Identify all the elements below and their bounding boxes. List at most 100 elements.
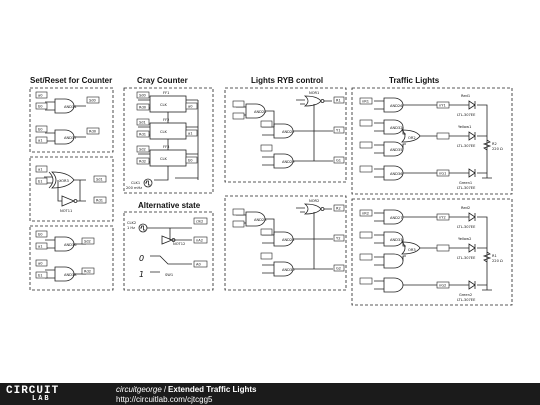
pin-sr-in-a2: b0 [38,128,43,132]
gate-or3 [401,241,421,255]
label-ff2: FF2 [163,118,169,122]
label-and27: AND27 [390,216,403,220]
label-clk2-freq: 1 Hz [127,226,135,230]
schematic-drawing: AND14 AND17 XOR3 NOT11 AND16 AND18 a0 b0… [29,87,513,306]
gate-and23 [245,211,266,227]
pin-cray-q2: b0 [188,159,193,163]
gate-and22 [273,123,294,139]
author-link[interactable]: circuitgeorge [116,385,162,394]
gate-not11 [61,195,76,207]
pin-sr-x-in2: b1 [38,180,43,184]
label-ltl-4: LTL-307EE [457,225,476,229]
gate-and36 [383,165,404,181]
pin-sr-c4: b1 [38,274,43,278]
circuit-url[interactable]: http://circuitlab.com/cjtcgg5 [116,395,213,404]
pin-ng2: nG2 [439,284,446,288]
gate-and21 [245,103,266,119]
panel-setreset-1 [29,87,114,153]
label-clk2: CLK2 [127,221,136,225]
label-xor3: XOR3 [59,179,69,183]
label-and32: AND32 [390,126,403,130]
gate-and14 [54,98,75,114]
label-and21: AND21 [254,110,267,114]
footer-bar: CIRCUIT LAB circuitgeorge/Extended Traff… [0,383,540,405]
gate-and35 [383,141,404,157]
circuitlab-logo-bottom[interactable]: LAB [32,395,51,403]
label-ltl-6: LTL-307EE [457,298,476,302]
label-and33: AND33 [390,238,403,242]
pin-sr-out-c1: Sd2 [84,240,91,244]
label-ltl-3: LTL-307EE [457,186,476,190]
gate-and29 [273,153,294,169]
panel-setreset-2 [29,156,114,222]
label-nor1: NOR1 [309,91,319,95]
pin-ny1: nY1 [439,104,446,108]
gate-nor1 [303,95,322,107]
panel-traffic-1 [351,87,513,195]
pin-sr-x-out: Sd1 [96,178,103,182]
section-title-alt: Alternative state [138,201,201,210]
label-red2: Red2 [461,206,470,210]
gate-nor2 [303,203,322,215]
circuitlab-logo-top[interactable]: CIRCUIT [6,385,60,397]
pin-cray-r1: Rd1 [139,133,146,137]
pin-cray-q1: a1 [188,132,193,136]
pin-sr-out-rst: Rd0 [89,130,97,134]
label-and14: AND14 [64,105,77,109]
pin-light-y1: Y1 [336,129,340,133]
flipflop-ff3 [149,149,187,167]
pin-light-r2: R2 [336,207,341,211]
pin-nr1: nR1 [362,100,369,104]
label-not12: NOT12 [173,242,185,246]
label-green1: Green1 [459,181,472,185]
label-yellow2: Yellow2 [458,237,471,241]
gate-xor3 [51,171,75,189]
label-and26: AND26 [390,104,403,108]
switch-state-zero: 0 [139,254,144,263]
panel-lights-1 [224,87,347,183]
pin-ng1: nG1 [439,172,446,176]
component-labels: AND14 AND17 XOR3 NOT11 AND16 AND18 a0 b0… [38,91,503,302]
label-res2-ohm: 220 Ω [492,147,503,151]
gate-and27 [383,209,404,225]
gate-and37 [383,277,404,293]
label-yellow1: Yellow1 [458,125,471,129]
section-title-traffic: Traffic Lights [389,76,440,85]
panel-traffic-2 [351,198,513,306]
clock-clk1 [143,178,153,188]
label-clk-ff1: CLK [160,103,168,107]
label-ff1: FF1 [163,91,169,95]
pin-ny2: nY2 [439,216,446,220]
pin-light-r1: R1 [336,99,341,103]
pin-sr-x-in1: a1 [38,168,43,172]
pin-cray-q0: a0 [188,105,193,109]
pin-alt-out2: A0 [196,263,201,267]
label-nor2: NOR2 [309,199,319,203]
label-ltl-2: LTL-307EE [457,144,476,148]
gate-or2 [401,129,421,143]
pin-nr2: nR2 [362,212,369,216]
gate-and17 [54,129,75,145]
label-and23: AND23 [254,218,267,222]
pin-light-g1: G1 [336,159,341,163]
label-clk1: CLK1 [131,181,140,185]
section-title-cray: Cray Counter [137,76,188,85]
label-not11: NOT11 [60,209,72,213]
panel-alt [123,211,214,291]
pin-cray-r2: Rd2 [139,160,146,164]
section-title-lights: Lights RYB control [251,76,324,85]
pin-cray-r0: Rd0 [139,106,147,110]
label-and29: AND29 [282,160,295,164]
gate-and30 [273,261,294,277]
label-and17: AND17 [64,136,77,140]
schematic-canvas: AND14 AND17 XOR3 NOT11 AND16 AND18 a0 b0… [29,87,513,306]
pin-sr-n-out: Rd1 [96,199,103,203]
circuit-title[interactable]: Extended Traffic Lights [168,385,257,394]
label-and36: AND36 [390,172,403,176]
label-ff3: FF3 [163,145,169,149]
label-or2: OR2 [408,136,416,140]
label-ltl-1: LTL-307EE [457,113,476,117]
gate-and26 [383,97,404,113]
label-res1: R1 [492,254,497,258]
gate-and24 [273,231,294,247]
